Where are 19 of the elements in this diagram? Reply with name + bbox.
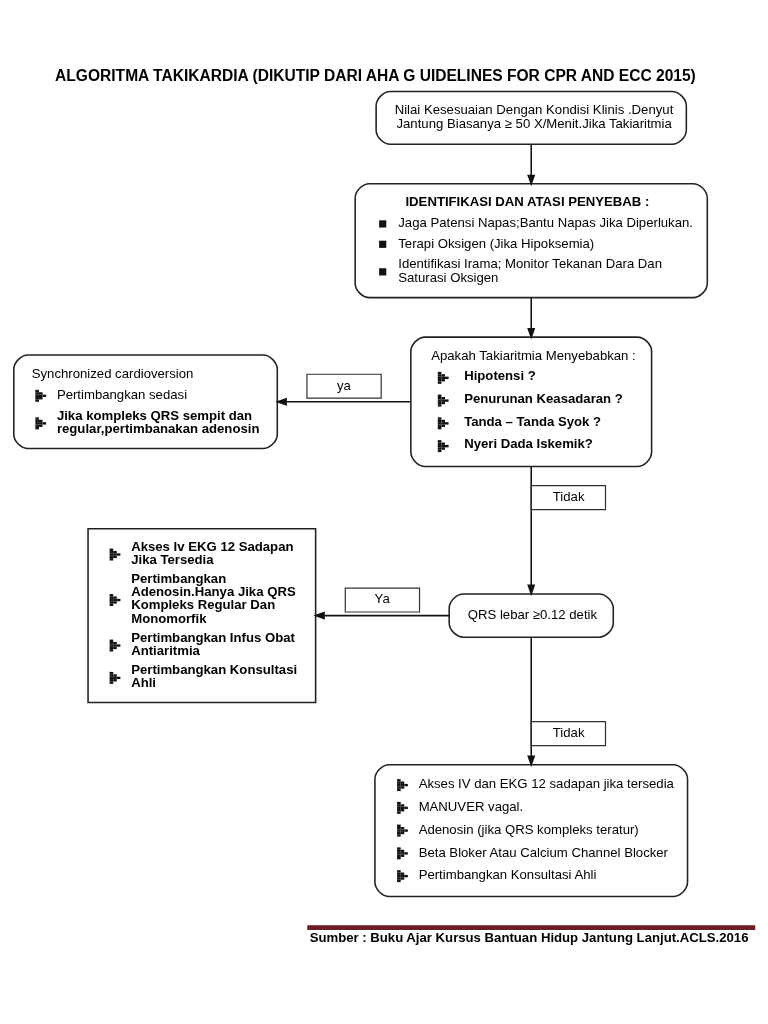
node-box: Akses IV dan EKG 12 sadapan jika tersedia MANUVER vagal. Adenosin (jika QRS kompleks teratur) Beta Bloker Atau Calcium Channel Blocker Pertimbangkan Konsultasi Ahli: [373, 763, 688, 898]
edge-label: Tidak: [552, 488, 584, 504]
edge-label: ya: [336, 377, 351, 393]
arrow: [526, 143, 535, 187]
node-box: Akses Iv EKG 12 Sadapan Jika Tersedia Pertimbangkan Adenosin.Hanya Jika QRS Kompleks Regular Dan Monomorfik Pertimbangkan Infus Obat Antiaritmia Pertimbangkan Konsultasi Ahli: [86, 528, 316, 704]
node-box: Nilai Kesesuaian Dengan Kondisi Klinis .Denyut Jantung Biasanya ≥ 50 X/Menit.Jika Takiaritmia: [374, 90, 687, 146]
node-box: QRS lebar ≥0.12 detik: [447, 593, 614, 638]
node-box: Synchronized cardioversion Pertimbangkan sedasi Jika kompleks QRS sempit dan regular,pertimbanakan adenosin: [12, 354, 278, 450]
arrow: [526, 466, 535, 597]
node-box: IDENTIFIKASI DAN ATASI PENYEBAB : Jaga Patensi Napas;Bantu Napas Jika Diperlukan. Terapi Oksigen (Jika Hipoksemia) Identifikasi Irama; Monitor Tekanan Dara Dan Saturasi Oksigen: [353, 183, 708, 299]
diagram-title: ALGORITMA TAKIKARDIA (DIKUTIP DARI AHA G UIDELINES FOR CPR AND ECC 2015): [54, 67, 696, 85]
caption: Sumber : Buku Ajar Kursus Bantuan Hidup Jantung Lanjut.ACLS.2016: [309, 929, 748, 945]
edge-label: Tidak: [552, 724, 584, 740]
arrow: [312, 611, 450, 620]
edge-label: Ya: [374, 591, 390, 607]
arrow: [526, 636, 535, 768]
arrow: [274, 397, 411, 406]
arrow: [526, 297, 535, 340]
node-box: Apakah Takiaritmia Menyebabkan : Hipotensi ? Penurunan Keasadaran ? Tanda – Tanda Syok ? Nyeri Dada Iskemik?: [409, 336, 652, 468]
